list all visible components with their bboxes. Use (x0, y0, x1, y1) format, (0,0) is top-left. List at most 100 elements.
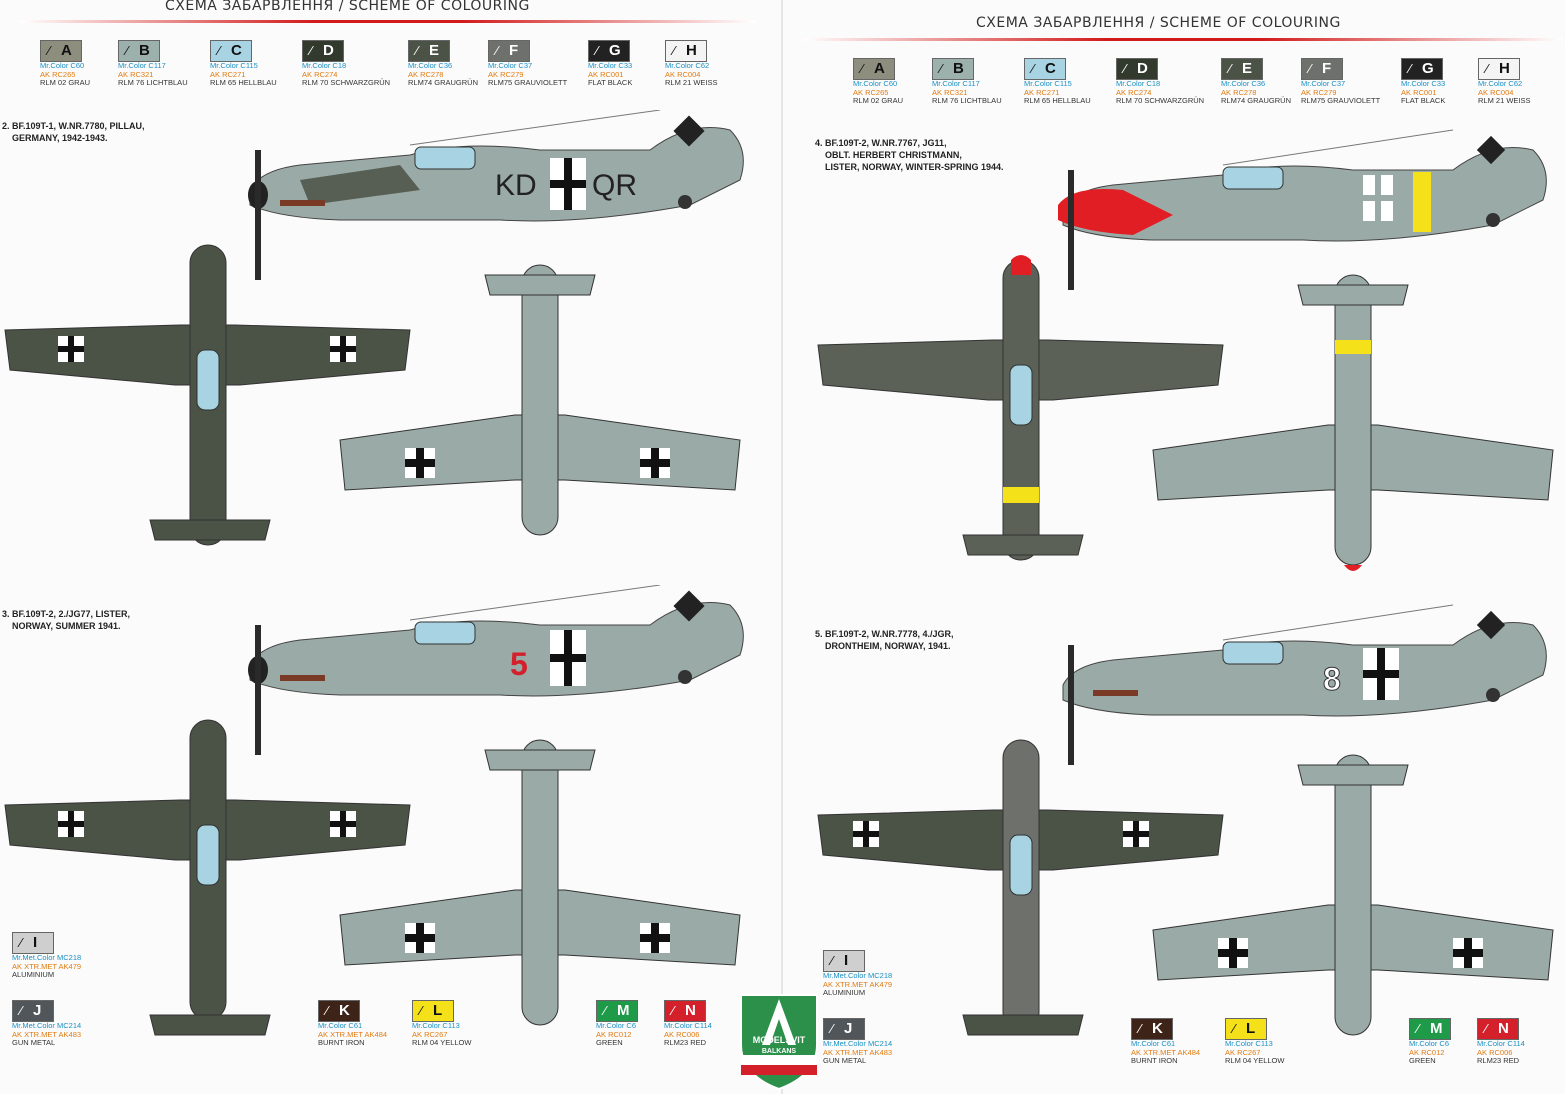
brush-icon: ∕ (420, 1003, 423, 1018)
paint-code-rlm: RLM 70 SCHWARZGRÜN (302, 78, 391, 87)
brush-icon: ∕ (326, 1003, 329, 1018)
color-chip: ∕H (665, 40, 707, 62)
color-chip: ∕L (1225, 1018, 1267, 1040)
caption-line: LISTER, NORWAY, WINTER-SPRING 1944. (825, 162, 1004, 172)
paint-code-ak: AK RC012 (596, 1029, 632, 1039)
paint-code-ak: AK XTR.MET AK483 (12, 1029, 82, 1039)
color-chip: ∕N (664, 1000, 706, 1022)
brush-icon: ∕ (604, 1003, 607, 1018)
paint-code-ak: AK XTR.MET AK479 (823, 979, 893, 989)
caption-line: 4. BF.109T-2, W.NR.7767, JG11, (815, 138, 947, 148)
paint-code-mr: Mr.Color C117 (932, 79, 980, 88)
brush-icon: ∕ (596, 43, 599, 58)
paint-code-ak: AK RC271 (1024, 87, 1060, 97)
brush-icon: ∕ (126, 43, 129, 58)
paint-code-rlm: FLAT BLACK (1401, 96, 1446, 105)
color-chip: ∕F (1301, 58, 1343, 80)
brush-icon: ∕ (496, 43, 499, 58)
fuselage-code-right: QR (592, 169, 637, 202)
paint-code-rlm: RLM 02 GRAU (853, 96, 904, 105)
color-chip: ∕A (853, 58, 895, 80)
color-letter: D (323, 42, 334, 59)
paint-code-rlm: ALUMINIUM (823, 988, 866, 997)
scheme-3-side-profile: 5 (248, 585, 744, 755)
paint-code-mr: Mr.Color C60 (853, 79, 898, 88)
color-letter: M (1430, 1020, 1443, 1037)
paint-code-ak: AK XTR.MET AK479 (12, 961, 82, 971)
caption-line: OBLT. HERBERT CHRISTMANN, (825, 150, 962, 160)
paint-code-rlm: BURNT IRON (318, 1038, 365, 1047)
modelsvit-balkans-logo: MODELSVIT BALKANS (740, 994, 818, 1091)
paint-code-rlm: FLAT BLACK (588, 78, 633, 87)
paint-code-mr: Mr.Color C117 (118, 61, 166, 70)
color-letter: H (686, 42, 697, 59)
color-letter: J (844, 1020, 853, 1037)
color-letter: H (1499, 60, 1510, 77)
fuselage-code-left: KD (495, 169, 537, 202)
paint-code-rlm: GREEN (596, 1038, 623, 1047)
paint-code-mr: Mr.Color C33 (588, 61, 633, 70)
color-letter: G (1422, 60, 1434, 77)
paint-code-ak: AK RC279 (488, 69, 524, 79)
page-title: СХЕМА ЗАБАРВЛЕННЯ / SCHEME OF COLOURING (976, 15, 1341, 31)
paint-code-ak: AK RC278 (1221, 87, 1257, 97)
color-letter: N (685, 1002, 696, 1019)
color-letter: I (33, 934, 38, 951)
brush-icon: ∕ (20, 935, 23, 950)
fuselage-number: 5 (510, 646, 528, 682)
color-letter: E (1242, 60, 1253, 77)
paint-code-mr: Mr.Color C18 (302, 61, 347, 70)
brush-icon: ∕ (831, 953, 834, 968)
paint-code-rlm: ALUMINIUM (12, 970, 55, 979)
brush-icon: ∕ (940, 61, 943, 76)
brush-icon: ∕ (48, 43, 51, 58)
color-letter: L (1246, 1020, 1256, 1037)
brush-icon: ∕ (673, 43, 676, 58)
paint-code-mr: Mr.Color C62 (665, 61, 710, 70)
paint-code-ak: AK RC265 (853, 87, 889, 97)
paint-code-ak: AK RC006 (1477, 1047, 1513, 1057)
color-letter: J (33, 1002, 42, 1019)
color-chip: ∕L (412, 1000, 454, 1022)
color-chip: ∕B (932, 58, 974, 80)
paint-code-mr: Mr.Color C33 (1401, 79, 1446, 88)
brush-icon: ∕ (310, 43, 313, 58)
paint-code-rlm: GREEN (1409, 1056, 1436, 1065)
color-chip: ∕F (488, 40, 530, 62)
paint-code-mr: Mr.Color C113 (412, 1021, 460, 1030)
paint-code-rlm: RLM 02 GRAU (40, 78, 91, 87)
paint-code-mr: Mr.Color C115 (210, 61, 258, 70)
paint-code-mr: Mr.Color C60 (40, 61, 85, 70)
color-letter: K (339, 1002, 350, 1019)
brush-icon: ∕ (672, 1003, 675, 1018)
color-chip: ∕N (1477, 1018, 1519, 1040)
color-letter: F (509, 42, 519, 59)
brush-icon: ∕ (1409, 61, 1412, 76)
color-letter: L (433, 1002, 443, 1019)
color-chip: ∕M (1409, 1018, 1451, 1040)
paint-code-ak: AK XTR.MET AK484 (318, 1029, 388, 1039)
paint-code-ak: AK RC278 (408, 69, 444, 79)
paint-code-ak: AK RC004 (665, 69, 701, 79)
right-page: СХЕМА ЗАБАРВЛЕННЯ / SCHEME OF COLOURING … (783, 0, 1565, 1094)
paint-code-mr: Mr.Color C113 (1225, 1039, 1273, 1048)
scheme-3-underside (339, 739, 741, 1026)
paint-code-ak: AK RC267 (412, 1029, 448, 1039)
scheme-5-underside (1152, 754, 1554, 1036)
color-letter: C (231, 42, 242, 59)
brush-icon: ∕ (1229, 61, 1232, 76)
paint-code-rlm: GUN METAL (823, 1056, 867, 1065)
scheme-5-side-profile: 8 (1062, 604, 1547, 765)
paint-code-rlm: GUN METAL (12, 1038, 56, 1047)
